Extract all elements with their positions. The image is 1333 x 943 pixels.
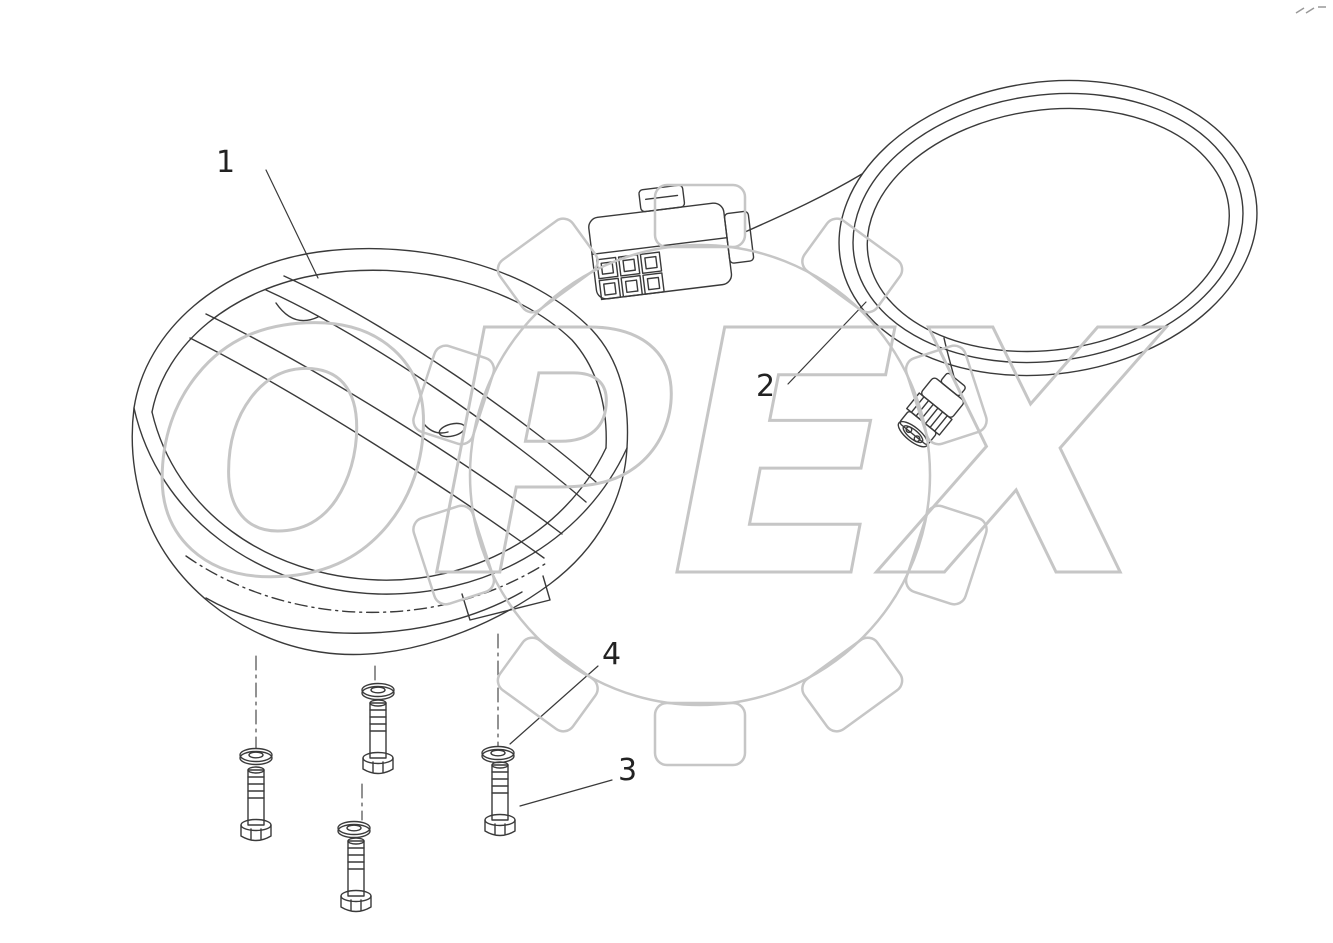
mounting-axis-lines: [255, 633, 499, 821]
callout-3-label: 3: [618, 753, 637, 788]
part-4-washer: [239, 747, 273, 766]
callout-2-label: 2: [756, 369, 775, 404]
gear-watermark-icon: [412, 183, 988, 767]
part-4-washer: [481, 745, 515, 764]
part-3-bolt: [340, 837, 372, 913]
line-drawing-layer: [131, 79, 1258, 913]
part-4-washer: [361, 682, 395, 701]
part-3-bolt: [240, 766, 272, 842]
callout-4-label: 4: [602, 637, 621, 672]
corner-mark-icon: [1295, 6, 1326, 14]
watermark: OPEX: [149, 183, 1174, 767]
callout-1-leader: [265, 169, 319, 279]
callout-3-leader: [519, 779, 613, 807]
part-3-bolt: [362, 699, 394, 775]
callout-leaders: [265, 169, 867, 807]
callout-4-leader: [509, 665, 599, 745]
callout-1-label: 1: [216, 145, 235, 180]
part-2-cable-coil: [744, 79, 1258, 382]
part-1-receiver-dome: [131, 247, 629, 656]
part-3-bolt: [484, 761, 516, 837]
watermark-text: OPEX: [150, 261, 1166, 652]
part-4-washer: [337, 820, 371, 839]
callout-2-leader: [787, 301, 867, 385]
